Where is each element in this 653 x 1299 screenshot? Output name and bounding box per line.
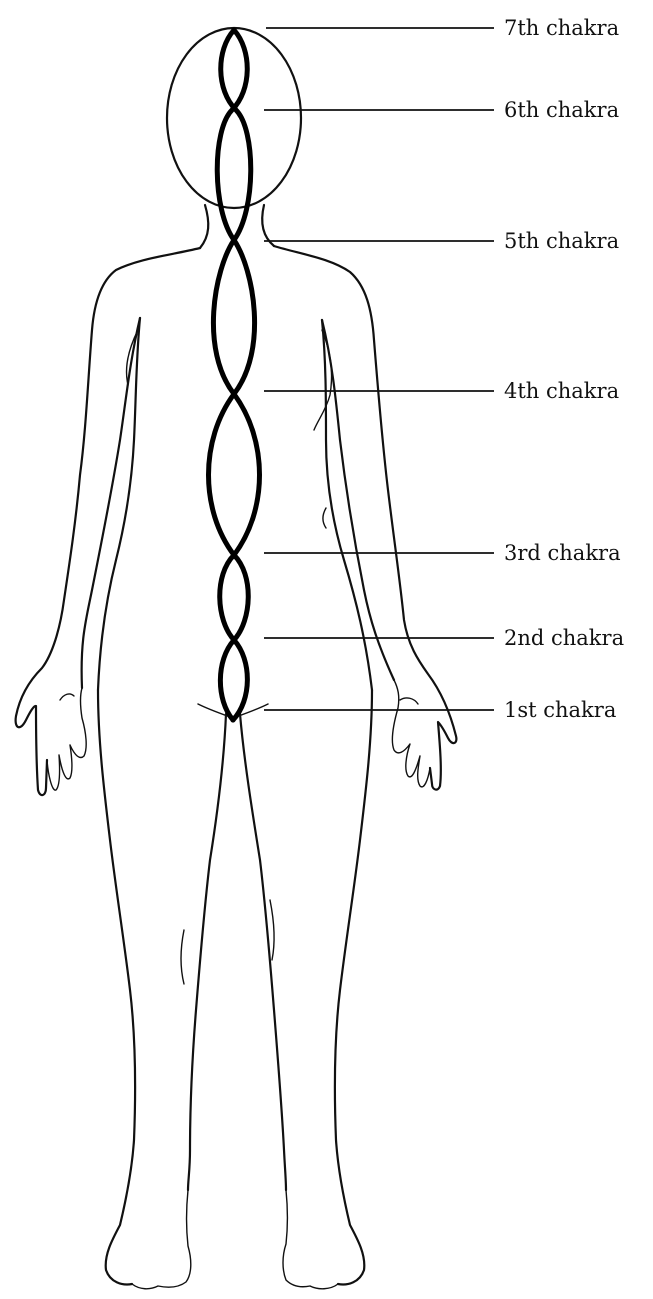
left-arm-outer <box>16 248 200 795</box>
right-leg-outer <box>335 690 372 1284</box>
neck-left <box>200 205 208 248</box>
right-foot <box>283 1190 338 1289</box>
leader-lines <box>264 28 494 710</box>
right-arm-outer <box>274 246 456 790</box>
right-arm-inner <box>322 320 394 680</box>
label-2nd-chakra: 2nd chakra <box>504 626 624 650</box>
label-5th-chakra: 5th chakra <box>504 229 619 253</box>
left-arm-inner <box>82 318 140 688</box>
label-4th-chakra: 4th chakra <box>504 379 619 403</box>
chakra-labels: 7th chakra 6th chakra 5th chakra 4th cha… <box>504 16 624 722</box>
label-6th-chakra: 6th chakra <box>504 98 619 122</box>
right-hand-fingers <box>392 680 430 787</box>
left-hand-crease <box>60 694 74 700</box>
groin-lines <box>198 704 268 718</box>
left-leg-outer <box>98 690 135 1284</box>
torso-left-side <box>98 318 140 690</box>
energy-strands <box>209 30 260 720</box>
head-outline <box>167 28 301 208</box>
right-hand-crease <box>400 698 418 704</box>
right-knee-detail <box>270 900 274 960</box>
left-hand-fingers <box>47 688 86 790</box>
torso-right-side <box>322 320 372 690</box>
right-leg-inner <box>240 714 286 1190</box>
right-elbow-detail <box>323 508 326 528</box>
left-knee-detail <box>181 930 184 984</box>
body-outline <box>16 28 457 1289</box>
left-foot <box>132 1190 191 1289</box>
right-chest-detail <box>314 330 332 430</box>
label-1st-chakra: 1st chakra <box>504 698 616 722</box>
label-7th-chakra: 7th chakra <box>504 16 619 40</box>
label-3rd-chakra: 3rd chakra <box>504 541 621 565</box>
neck-right <box>262 205 274 246</box>
left-leg-inner <box>188 714 226 1190</box>
